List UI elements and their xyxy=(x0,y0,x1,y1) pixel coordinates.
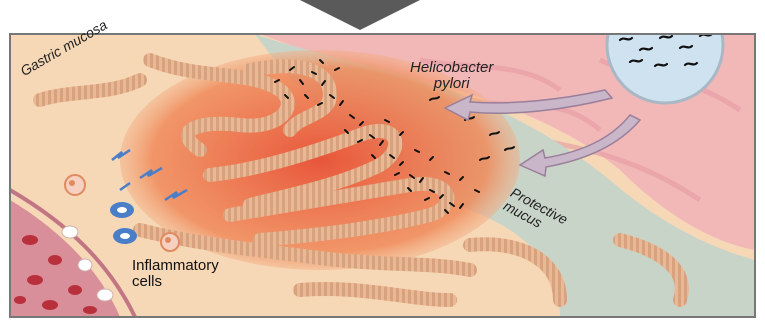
magnifier-circle-icon xyxy=(607,0,723,103)
helicobacter-pylori-label: Helicobacter pylori xyxy=(410,60,493,92)
helicobacter-line2: pylori xyxy=(410,76,493,92)
helicobacter-line1: Helicobacter xyxy=(410,60,493,76)
inflammatory-line2: cells xyxy=(132,274,219,290)
downward-chevron-icon xyxy=(300,0,420,30)
inflammatory-line1: Inflammatory xyxy=(132,258,219,274)
inflammatory-cells-label: Inflammatory cells xyxy=(132,258,219,290)
